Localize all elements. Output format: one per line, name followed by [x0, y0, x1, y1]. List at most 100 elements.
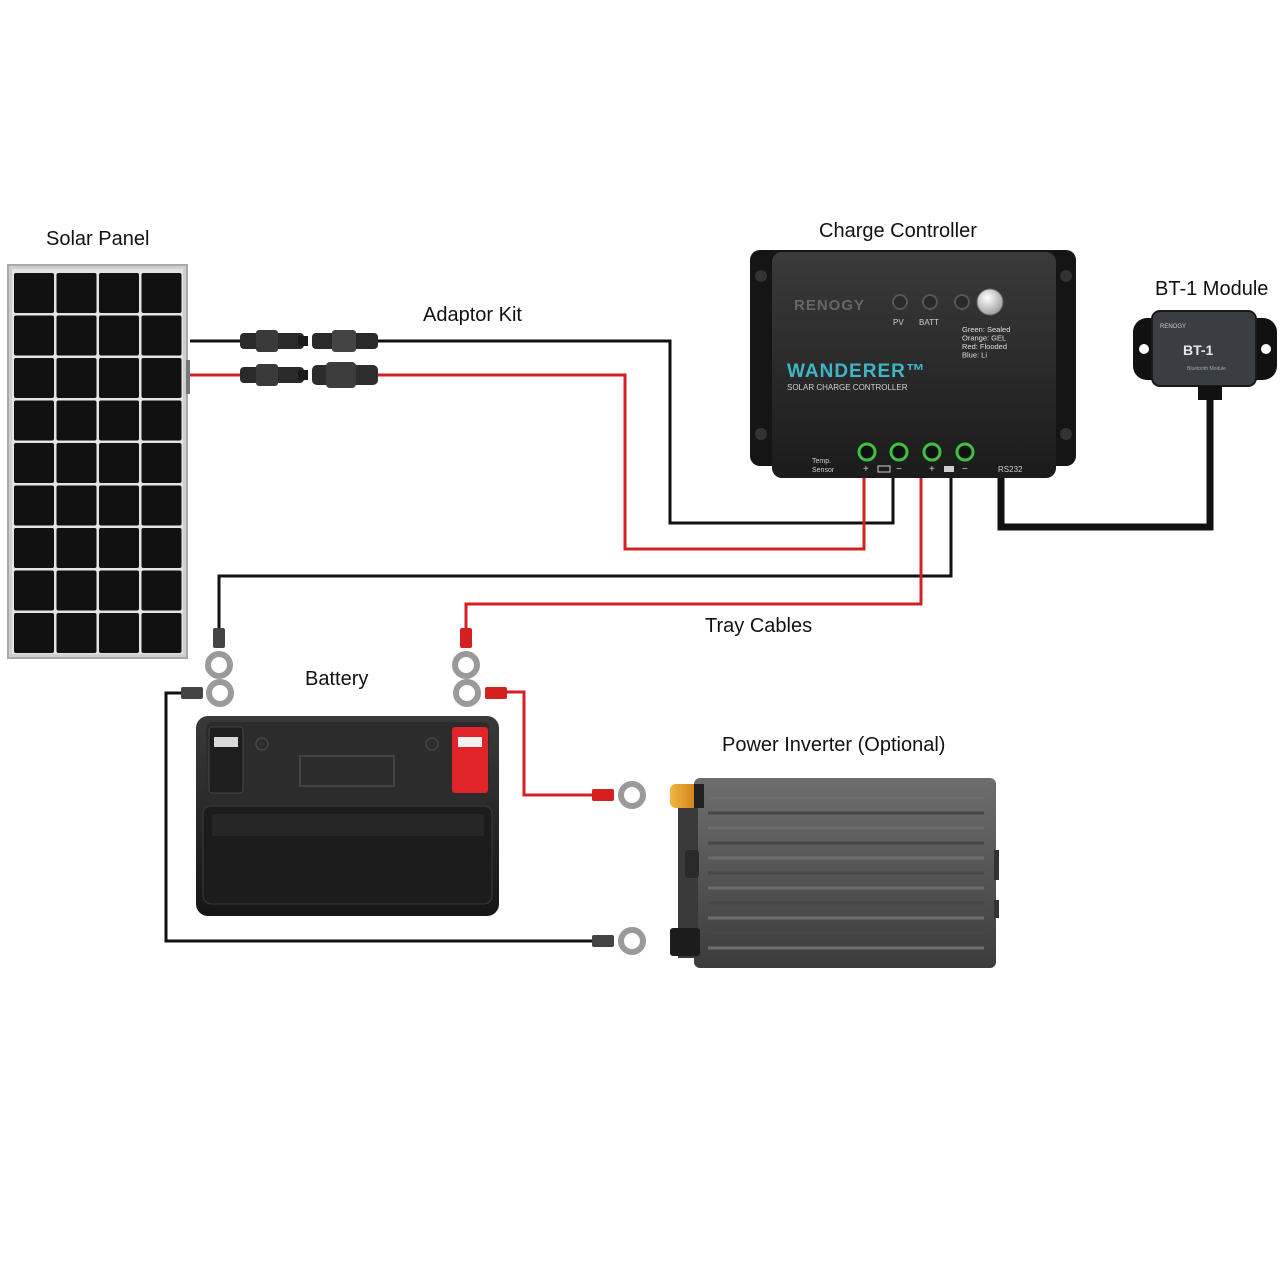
battery-negative-ring-terminal: [181, 679, 234, 707]
solar-cell: [99, 273, 139, 313]
solar-panel-label: Solar Panel: [46, 228, 150, 250]
batt-indicator-label: BATT: [919, 318, 939, 327]
solar-cell: [99, 400, 139, 441]
inverter-cooling-fins: [708, 796, 984, 950]
battery-plus-sign: +: [929, 464, 935, 475]
battery-negative-post: [208, 726, 244, 794]
solar-cell: [14, 485, 54, 526]
mc4-connector-female-top: [312, 330, 378, 352]
bt1-module-label: BT-1 Module: [1155, 278, 1269, 300]
solar-cells: [14, 273, 182, 653]
solar-cell: [99, 528, 139, 568]
bt1-module: RENOGY BT-1 Bluetooth Module: [1133, 310, 1277, 400]
battery-icon: [944, 466, 954, 472]
solar-cell: [99, 443, 139, 483]
bt1-name: BT-1: [1183, 342, 1214, 358]
battery-label: Battery: [305, 668, 369, 690]
solar-cell: [141, 528, 182, 568]
ring-terminals: [181, 628, 646, 955]
solar-cell: [56, 315, 97, 356]
controller-terminals: [857, 442, 975, 462]
adaptor-kit-connectors: [240, 330, 378, 388]
solar-cell: [141, 400, 182, 441]
temp-sensor-label-line2: Sensor: [812, 467, 835, 474]
battery-type-button[interactable]: [976, 288, 1004, 316]
solar-cell: [14, 400, 54, 441]
solar-cell: [14, 273, 54, 313]
pv-indicator-led: [892, 294, 908, 310]
solar-cell: [56, 613, 97, 653]
battery-type-item: Green: Sealed: [962, 325, 1010, 334]
tray-positive-ring-terminal: [452, 628, 480, 679]
inverter-positive-wire: [506, 690, 592, 797]
solar-cell: [14, 528, 54, 568]
solar-cell: [56, 443, 97, 483]
solar-cell: [56, 570, 97, 611]
battery-positive-ring-terminal: [453, 679, 507, 707]
solar-cell: [141, 358, 182, 398]
battery-positive-mark-icon: [425, 737, 439, 751]
pv-plus-sign: +: [863, 464, 869, 475]
controller-model: WANDERER™: [787, 361, 926, 382]
batt-indicator-led: [922, 294, 938, 310]
solar-cell: [99, 358, 139, 398]
solar-cell: [99, 315, 139, 356]
battery-type-item: Red: Flooded: [962, 342, 1007, 351]
mc4-connector-female-bottom: [312, 362, 378, 388]
controller-brand: RENOGY: [794, 297, 865, 314]
solar-cell: [14, 315, 54, 356]
solar-cell: [14, 358, 54, 398]
solar-cell: [14, 443, 54, 483]
pv-minus-sign: −: [896, 464, 902, 475]
inverter-negative-wire: [164, 691, 592, 943]
solar-cell: [56, 273, 97, 313]
solar-cell: [141, 443, 182, 483]
tray-cable-negative: [217, 478, 953, 628]
tray-negative-ring-terminal: [205, 628, 233, 679]
solar-cell: [99, 613, 139, 653]
adaptor-kit-label: Adaptor Kit: [423, 304, 522, 326]
power-inverter: [670, 778, 999, 968]
battery-type-item: Blue: Li: [962, 351, 987, 360]
solar-cell: [56, 528, 97, 568]
controller-subtitle: SOLAR CHARGE CONTROLLER: [787, 383, 908, 392]
solar-cell: [141, 273, 182, 313]
solar-cell: [56, 400, 97, 441]
rs232-label: RS232: [998, 465, 1023, 474]
solar-panel: [7, 264, 190, 659]
pv-positive-terminal: [857, 442, 877, 462]
inverter-negative-ring-terminal: [592, 927, 646, 955]
pv-negative-terminal: [889, 442, 909, 462]
tray-cables-label: Tray Cables: [705, 615, 813, 637]
solar-panel-icon: [877, 465, 891, 473]
battery-minus-sign: −: [962, 464, 968, 475]
tray-cable-positive: [464, 478, 923, 628]
battery: [196, 716, 499, 916]
battery-type-led: [954, 294, 970, 310]
solar-cell: [14, 613, 54, 653]
solar-cell: [141, 570, 182, 611]
mc4-connector-male-bottom: [240, 364, 308, 386]
temp-sensor-label-line1: Temp.: [812, 458, 831, 465]
battery-negative-mark-icon: [255, 737, 269, 751]
pv-indicator-label: PV: [893, 318, 904, 327]
battery-label-plate: [299, 755, 395, 787]
solar-cell: [141, 485, 182, 526]
bt1-sub: Bluetooth Module: [1187, 366, 1226, 372]
solar-cell: [56, 358, 97, 398]
adaptor-positive-wire: [378, 373, 866, 551]
wires: [164, 339, 1214, 943]
battery-type-item: Orange: GEL: [962, 334, 1006, 343]
inverter-positive-ring-terminal: [592, 781, 646, 809]
solar-cell: [141, 613, 182, 653]
solar-cell: [141, 315, 182, 356]
power-inverter-label: Power Inverter (Optional): [722, 734, 946, 756]
charge-controller-label: Charge Controller: [819, 220, 977, 242]
adaptor-negative-wire: [378, 339, 895, 525]
bt1-brand: RENOGY: [1160, 324, 1186, 330]
battery-positive-terminal: [922, 442, 942, 462]
